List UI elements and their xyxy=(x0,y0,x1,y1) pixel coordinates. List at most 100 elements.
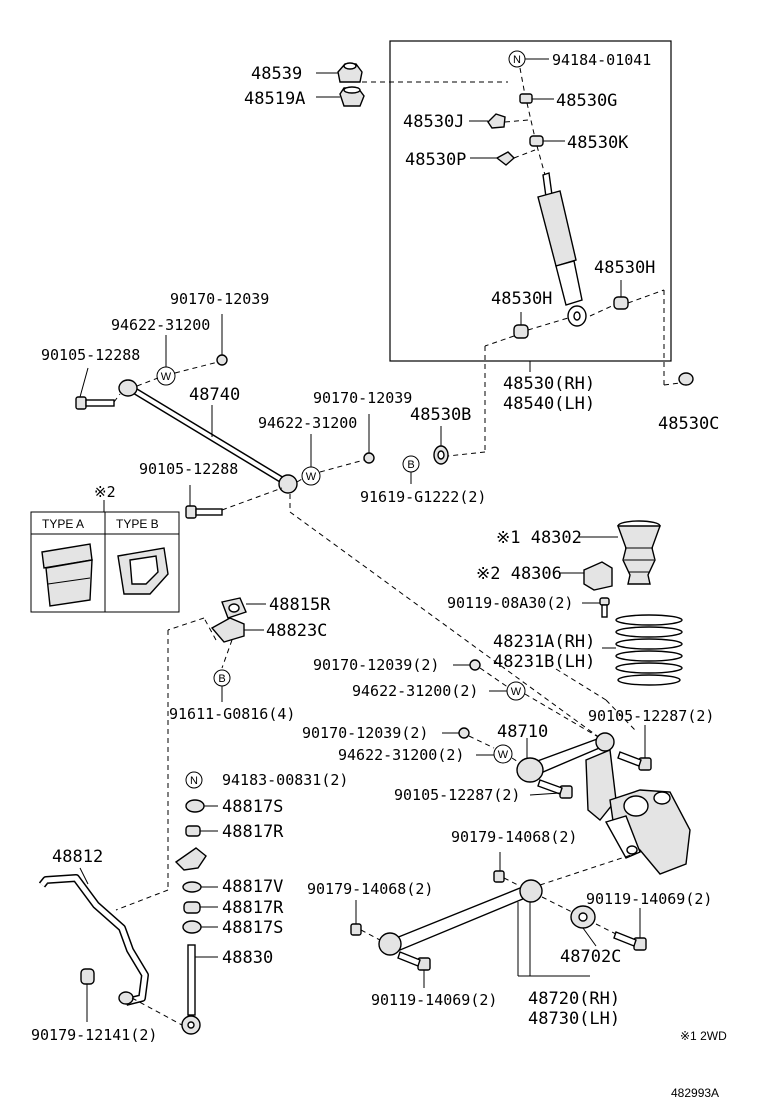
bolt-90105-12288-a[interactable] xyxy=(75,396,115,410)
label-48530c: 48530C xyxy=(658,414,719,434)
bolt-90119-08a30[interactable] xyxy=(599,597,610,618)
label-94183-00831: 94183-00831(2) xyxy=(222,771,348,789)
bolt-90119-14069-left[interactable] xyxy=(397,951,431,971)
cushion-48817s-top[interactable] xyxy=(185,799,205,813)
label-90105-12287-upper: 90105-12287(2) xyxy=(588,707,714,725)
note-2-mark: ※2 xyxy=(94,483,116,501)
coil-spring-48231[interactable] xyxy=(615,614,683,686)
nut-90170-12039-a[interactable] xyxy=(216,354,228,366)
bushing-48530c[interactable] xyxy=(678,372,694,386)
lower-control-arm-48720[interactable] xyxy=(378,879,543,956)
bushing-48815r[interactable] xyxy=(221,597,247,619)
label-48817v: 48817V xyxy=(222,877,283,897)
stabilizer-bar-48812[interactable] xyxy=(38,874,149,1006)
label-48817r-bottom: 48817R xyxy=(222,898,284,918)
diagram-id: 482993A xyxy=(671,1086,719,1100)
bolt-90105-12287-lower[interactable] xyxy=(537,779,573,799)
note-2wd: ※1 2WD xyxy=(680,1029,727,1043)
type-b-label: TYPE B xyxy=(116,517,159,531)
label-48817s-bottom: 48817S xyxy=(222,918,283,938)
lateral-rod-48740[interactable] xyxy=(118,379,298,494)
label-48530g: 48530G xyxy=(556,91,617,111)
label-48817s-top: 48817S xyxy=(222,797,283,817)
label-90179-12141: 90179-12141(2) xyxy=(31,1026,157,1044)
w-symbol-94622-d: W xyxy=(493,744,513,764)
bushing-48702c[interactable] xyxy=(570,905,596,929)
cushion-48817r-bottom[interactable] xyxy=(183,901,201,914)
label-48302: ※1 48302 xyxy=(496,528,582,548)
nut-90179-14068-b[interactable] xyxy=(350,923,362,936)
upper-control-arm-48710[interactable] xyxy=(516,732,615,783)
cushion-48817r-top[interactable] xyxy=(185,825,201,837)
svg-text:W: W xyxy=(306,471,317,483)
label-48740: 48740 xyxy=(189,385,240,405)
svg-text:W: W xyxy=(161,371,172,383)
label-48815r: 48815R xyxy=(269,595,331,615)
svg-text:W: W xyxy=(498,749,509,761)
label-48817r-top: 48817R xyxy=(222,822,284,842)
nut-90179-14068-a[interactable] xyxy=(493,870,505,883)
label-90170-12039-d: 90170-12039(2) xyxy=(302,724,428,742)
label-90105-12288-b: 90105-12288 xyxy=(139,460,238,478)
label-48812: 48812 xyxy=(52,847,103,867)
bushing-48530h-right[interactable] xyxy=(613,296,629,310)
shock-absorber-group-frame xyxy=(389,40,672,362)
label-90170-12039-c: 90170-12039(2) xyxy=(313,656,439,674)
n-symbol-94183: N xyxy=(185,771,203,789)
mount-48519a[interactable] xyxy=(339,86,365,107)
cushion-48817s-bottom[interactable] xyxy=(182,920,202,934)
type-a-label: TYPE A xyxy=(42,517,84,531)
bumper-48302[interactable] xyxy=(617,520,661,585)
label-48540-lh: 48540(LH) xyxy=(503,394,595,414)
stabilizer-link-48830[interactable] xyxy=(181,944,201,1035)
label-48539: 48539 xyxy=(251,64,302,84)
label-91619-g1222: 91619-G1222(2) xyxy=(360,488,486,506)
label-48710: 48710 xyxy=(497,722,548,742)
nut-90170-12039-d[interactable] xyxy=(458,727,470,739)
label-90119-08a30: 90119-08A30(2) xyxy=(447,594,573,612)
type-table xyxy=(30,511,180,613)
label-48720-rh: 48720(RH) xyxy=(528,989,620,1009)
label-48730-lh: 48730(LH) xyxy=(528,1009,620,1029)
svg-text:W: W xyxy=(511,686,522,698)
label-90119-14069-right: 90119-14069(2) xyxy=(586,890,712,908)
stabilizer-bracket xyxy=(174,847,207,871)
label-90170-12039-a: 90170-12039 xyxy=(170,290,269,308)
label-48530-rh: 48530(RH) xyxy=(503,374,595,394)
axle-housing-bracket xyxy=(585,748,691,875)
mount-48539[interactable] xyxy=(337,62,363,83)
label-48702c: 48702C xyxy=(560,947,621,967)
n-symbol-94184: N xyxy=(508,50,526,68)
label-94622-31200-c: 94622-31200(2) xyxy=(352,682,478,700)
bushing-48530h-left[interactable] xyxy=(513,324,529,339)
cushion-48530j[interactable] xyxy=(487,113,506,129)
label-48830: 48830 xyxy=(222,948,273,968)
bumper-48306[interactable] xyxy=(583,561,613,591)
washer-48530b[interactable] xyxy=(433,445,449,465)
bushing-90179-12141[interactable] xyxy=(80,968,95,985)
label-48530h-left: 48530H xyxy=(491,289,552,309)
shock-absorber-48530[interactable] xyxy=(537,172,587,327)
label-48306: ※2 48306 xyxy=(476,564,562,584)
bolt-90105-12288-b[interactable] xyxy=(185,505,223,519)
bumper-type-b xyxy=(117,547,169,595)
svg-text:N: N xyxy=(190,775,198,787)
svg-text:N: N xyxy=(513,54,521,66)
w-symbol-94622-b: W xyxy=(301,466,321,486)
bolt-90105-12287-upper[interactable] xyxy=(617,751,652,771)
washer-48530p[interactable] xyxy=(495,151,516,166)
washer-48817v[interactable] xyxy=(182,881,202,893)
label-90119-14069-left: 90119-14069(2) xyxy=(371,991,497,1009)
label-48530p: 48530P xyxy=(405,150,466,170)
nut-48530g[interactable] xyxy=(519,93,533,104)
label-48231b-lh: 48231B(LH) xyxy=(493,652,595,672)
label-94622-31200-d: 94622-31200(2) xyxy=(338,746,464,764)
nut-90170-12039-b[interactable] xyxy=(363,452,375,464)
bumper-type-a xyxy=(41,543,93,607)
cushion-48530k[interactable] xyxy=(529,135,544,147)
label-91611-g0816: 91611-G0816(4) xyxy=(169,705,295,723)
bracket-48823c[interactable] xyxy=(210,617,245,643)
label-90179-14068-b: 90179-14068(2) xyxy=(307,880,433,898)
nut-90170-12039-c[interactable] xyxy=(469,659,481,671)
